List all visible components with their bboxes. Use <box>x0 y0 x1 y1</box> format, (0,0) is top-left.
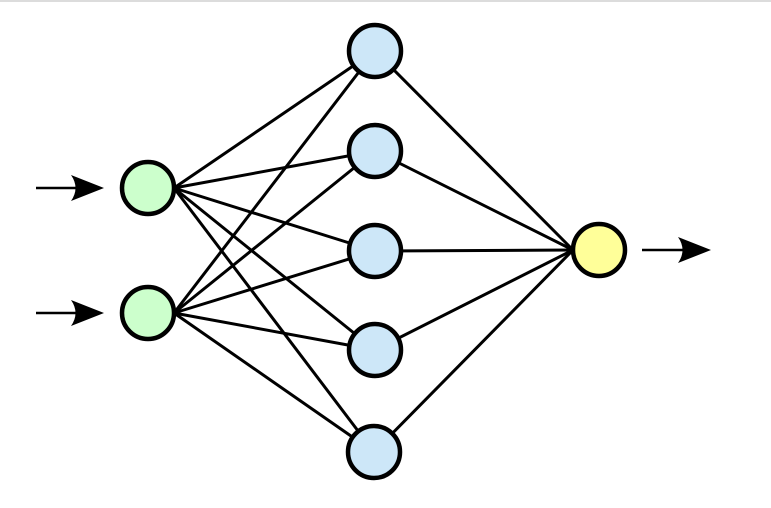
edge-input-2-to-hidden-1 <box>172 50 377 314</box>
input-arrow-1-head <box>71 175 104 201</box>
edge-input-1-to-hidden-3 <box>173 186 376 253</box>
edge-input-1-to-hidden-2 <box>173 149 376 190</box>
input-node-2 <box>119 284 177 342</box>
edge-input-1-to-hidden-1 <box>173 49 376 190</box>
edge-hidden-5-to-output-1 <box>372 248 575 454</box>
edge-input-2-to-hidden-3 <box>173 249 376 315</box>
hidden-node-4 <box>346 321 404 379</box>
edge-input-2-to-hidden-4 <box>173 311 376 352</box>
edge-hidden-4-to-output-1 <box>374 248 574 352</box>
edge-input-1-to-hidden-4 <box>173 186 376 352</box>
top-border-line <box>0 0 771 2</box>
edge-hidden-2-to-output-1 <box>374 149 574 252</box>
edge-hidden-1-to-output-1 <box>373 49 575 252</box>
hidden-node-3 <box>346 222 404 280</box>
input-arrow-2-head <box>71 300 104 326</box>
output-arrow-head <box>678 237 711 263</box>
edge-input-2-to-hidden-5 <box>173 311 375 454</box>
hidden-node-5 <box>345 423 403 481</box>
input-node-1 <box>119 159 177 217</box>
edge-hidden-3-to-output-1 <box>374 248 574 253</box>
hidden-node-2 <box>346 122 404 180</box>
edge-input-2-to-hidden-2 <box>173 149 376 315</box>
output-node-1 <box>570 221 628 279</box>
hidden-node-1 <box>346 22 404 80</box>
edge-input-1-to-hidden-5 <box>172 187 376 453</box>
